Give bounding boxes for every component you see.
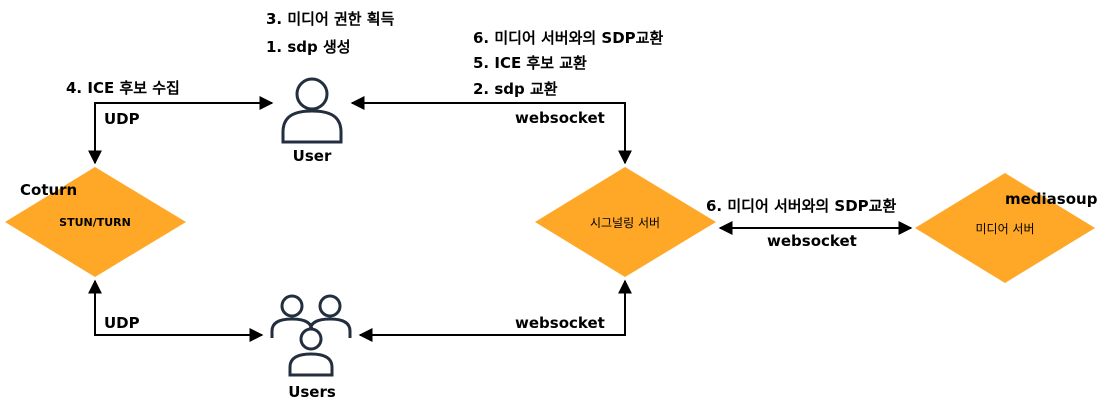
step-ice-exchange: 5. ICE 후보 교환: [473, 54, 587, 72]
edge-label-websocket-media: websocket: [767, 232, 857, 250]
step-media-sdp-exchange-2: 6. 미디어 서버와의 SDP교환: [706, 197, 896, 215]
step-media-permission: 3. 미디어 권한 획득: [266, 10, 395, 28]
edge-signaling-users: [358, 279, 632, 342]
coturn-title: Coturn: [20, 181, 77, 199]
edge-coturn-user: [88, 96, 274, 165]
media-server-diamond: [915, 173, 1095, 283]
users-label: Users: [288, 383, 336, 401]
edge-label-udp-top: UDP: [104, 110, 140, 128]
signaling-diamond: [535, 167, 716, 277]
step-sdp-exchange: 2. sdp 교환: [473, 80, 558, 98]
user-label: User: [293, 147, 332, 165]
signaling-label: 시그널링 서버: [590, 216, 660, 230]
edge-signaling-user: [350, 96, 632, 165]
users-group-icon: [270, 294, 352, 377]
user-icon: [281, 77, 343, 144]
edge-label-websocket-bottom: websocket: [515, 314, 605, 332]
coturn-label: STUN/TURN: [59, 216, 131, 229]
edge-label-websocket-top: websocket: [515, 109, 605, 127]
media-label: 미디어 서버: [975, 222, 1034, 236]
step-ice-gather: 4. ICE 후보 수집: [66, 79, 180, 97]
edge-coturn-users: [88, 279, 264, 342]
step-media-sdp-exchange: 6. 미디어 서버와의 SDP교환: [473, 29, 663, 47]
coturn-diamond: [5, 167, 186, 277]
edge-label-udp-bottom: UDP: [104, 314, 140, 332]
step-sdp-create: 1. sdp 생성: [266, 38, 351, 56]
media-title: mediasoup: [1005, 190, 1098, 208]
